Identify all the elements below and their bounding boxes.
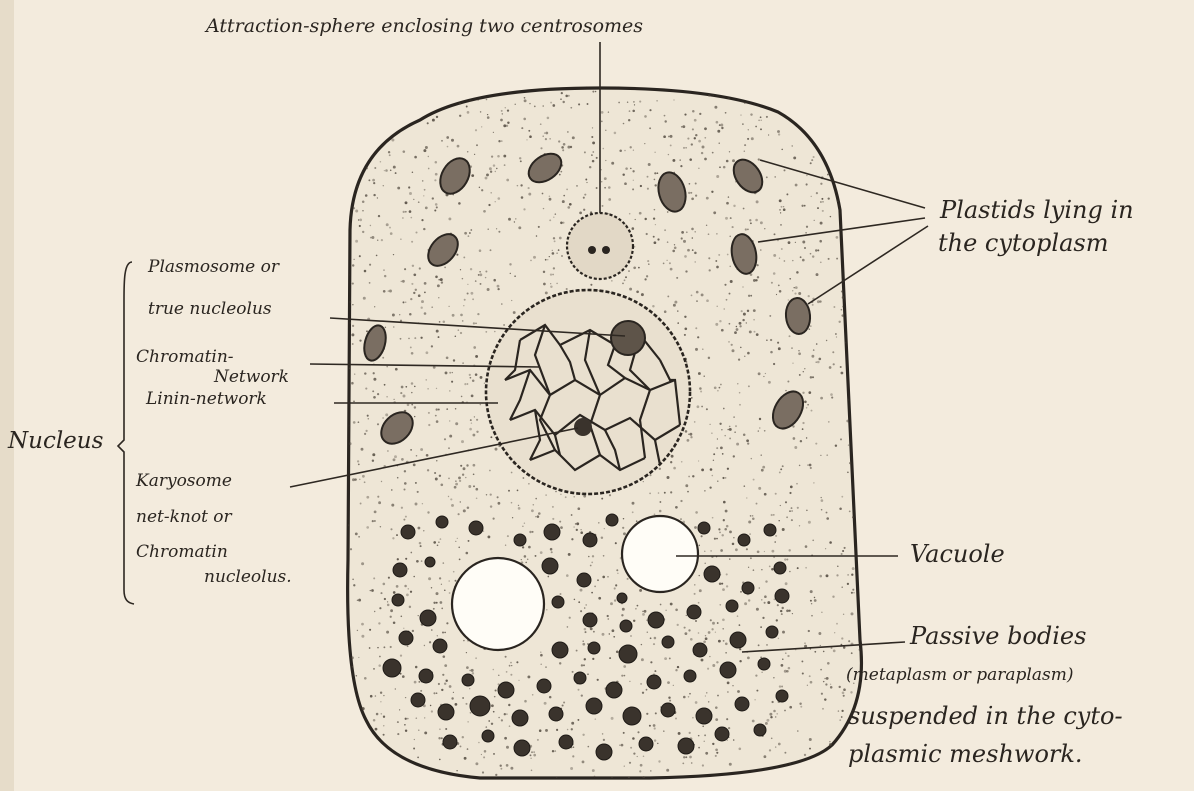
vacuole [452,558,544,650]
passive-body [619,645,637,663]
passive-body [514,740,530,756]
page-edge [0,0,14,791]
passive-body [544,524,560,540]
passive-body [470,696,490,716]
passive-body [726,600,738,612]
passive-body [776,690,788,702]
passive-body [606,682,622,698]
passive-body [620,620,632,632]
label-chromatin-network-line2: Network [213,367,289,387]
passive-body [586,698,602,714]
label-plastids-line2: the cytoplasm [938,229,1108,257]
passive-body [420,610,436,626]
label-karyosome-line2: net-knot or [136,507,233,527]
passive-body [462,674,474,686]
passive-body [648,612,664,628]
passive-body [552,642,568,658]
label-linin-network: Linin-network [145,389,267,409]
nucleus [486,290,690,494]
passive-body [588,642,600,654]
label-passive-bodies-line1: Passive bodies [909,622,1086,650]
passive-body [552,596,564,608]
passive-body [696,708,712,724]
passive-body [661,703,675,717]
passive-body [433,639,447,653]
passive-body [775,589,789,603]
passive-body [715,727,729,741]
passive-body [698,522,710,534]
passive-body [687,605,701,619]
passive-body [392,594,404,606]
passive-body [684,670,696,682]
label-plasmosome-line1: Plasmosome or [147,257,280,277]
passive-body [738,534,750,546]
passive-body [764,524,776,536]
passive-body [443,735,457,749]
passive-body [623,707,641,725]
label-vacuole: Vacuole [910,540,1005,568]
passive-body [577,573,591,587]
plasmosome [611,321,645,355]
passive-body [559,735,573,749]
label-plasmosome-line2: true nucleolus [148,299,272,319]
passive-body [704,566,720,582]
passive-body [606,514,618,526]
passive-body [537,679,551,693]
passive-body [720,662,736,678]
vacuole [622,516,698,592]
karyosome [574,418,592,436]
passive-body [639,737,653,751]
passive-body [617,593,627,603]
passive-body [596,744,612,760]
passive-body [574,672,586,684]
passive-body [419,669,433,683]
passive-body [542,558,558,574]
label-passive-bodies-line2: (metaplasm or paraplasm) [846,665,1073,685]
passive-body [393,563,407,577]
passive-body [383,659,401,677]
passive-body [742,582,754,594]
passive-body [469,521,483,535]
passive-body [758,658,770,670]
passive-body [730,632,746,648]
label-chromatin-network-line1: Chromatin- [136,347,234,367]
label-attraction-sphere: Attraction-sphere enclosing two centroso… [204,15,643,37]
centrosome-dot [588,246,596,254]
passive-body [735,697,749,711]
passive-body [514,534,526,546]
passive-body [678,738,694,754]
label-nucleus: Nucleus [7,428,104,454]
passive-body [766,626,778,638]
passive-body [512,710,528,726]
label-karyosome-line1: Karyosome [135,471,232,491]
label-karyosome-line4: nucleolus. [204,567,292,587]
passive-body [498,682,514,698]
passive-body [662,636,674,648]
label-passive-bodies-line3: suspended in the cyto- [848,702,1123,730]
label-plastids-line1: Plastids lying in [939,196,1134,224]
passive-body [583,533,597,547]
passive-body [436,516,448,528]
passive-body [401,525,415,539]
passive-body [583,613,597,627]
passive-body [425,557,435,567]
passive-body [647,675,661,689]
passive-body [693,643,707,657]
label-karyosome-line3: Chromatin [136,542,228,562]
passive-body [774,562,786,574]
label-passive-bodies-line4: plasmic meshwork. [848,740,1083,768]
passive-body [482,730,494,742]
attraction-sphere [567,213,633,279]
passive-body [411,693,425,707]
passive-body [549,707,563,721]
passive-body [399,631,413,645]
passive-body [754,724,766,736]
passive-body [438,704,454,720]
centrosome-dot [602,246,610,254]
